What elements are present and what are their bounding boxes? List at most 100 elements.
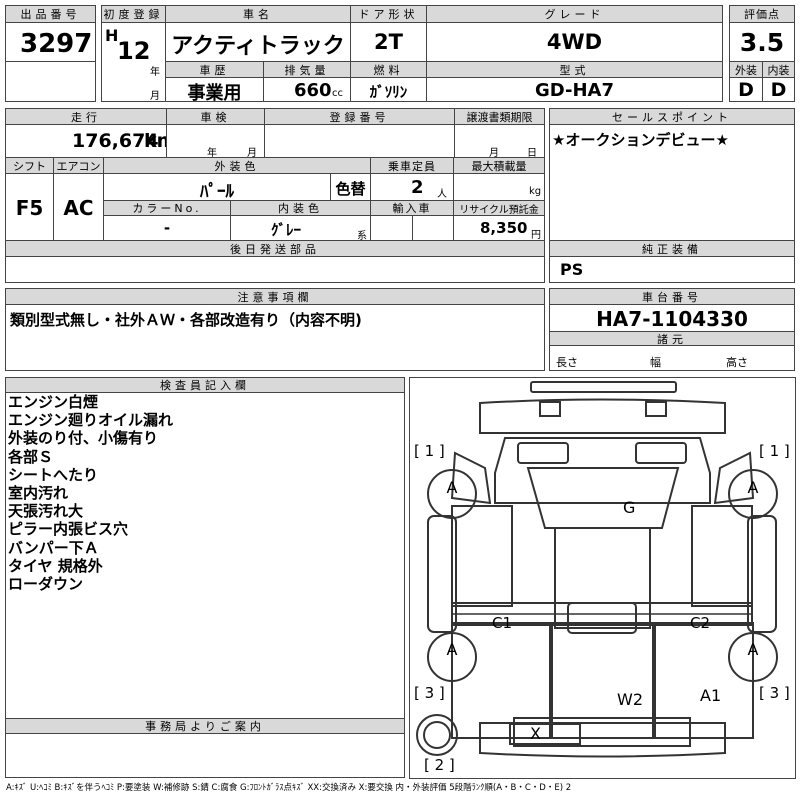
score: 3.5 [739,28,785,57]
interior-grade: D [770,79,787,101]
plate-cell [264,124,455,158]
count-bottom-left: [ 3 ] [414,684,445,702]
door: 2T [374,30,403,54]
genuine-equipment-label: 純正装備 [549,240,795,257]
recycle-label: リサイクル預託金 [453,200,545,216]
import-cell-a [370,215,413,241]
aircon-cell: AC [53,173,104,241]
front-lamp-right [645,401,667,417]
inspection-year-unit: 年 [207,148,217,159]
width-label: 幅 [650,356,661,369]
repaint-cell: 色替 [330,173,371,201]
capacity-label: 乗車定員 [370,157,454,174]
score-cell: 3.5 [729,22,795,62]
inspection-label: 車検 [166,108,265,125]
import-label: 輸入車 [370,200,454,216]
remark-line: エンジン白煙 [8,393,99,411]
import-cell-b [412,215,454,241]
capacity-cell: 2 人 [370,173,454,201]
month-unit: 月 [150,91,160,102]
recycle-unit: 円 [531,230,541,241]
lot-number-label: 出品番号 [5,5,96,23]
sales-point-cell: ★オークションデビュー★ [549,124,795,241]
transfer-day-unit: 日 [527,148,537,159]
remark-line: ピラー内張ビス穴 [8,520,129,539]
wheel-fr [728,469,778,519]
inspector-label: 検査員記入欄 [5,377,405,393]
chassis-label: 車台番号 [549,288,795,305]
int-color-cell: ｸﾞﾚｰ 系 [230,215,371,242]
rear-right-mark: A1 [700,686,722,705]
office-label: 事務局よりご案内 [5,718,405,734]
spare-tire-outer [416,714,458,756]
notes: 類別型式無し・社外ＡＷ・各部改造有り（内容不明) [10,311,362,329]
left-door-panel [451,505,513,607]
office-cell [5,733,405,778]
count-top-right: [ 1 ] [759,442,790,460]
displacement-unit: cc [332,88,343,99]
length-label: 長さ [556,356,578,369]
model: GD-HA7 [534,80,615,101]
repaint: 色替 [335,180,366,198]
count-spare: [ 2 ] [424,756,455,774]
displacement: 660 [294,80,332,101]
color-no: - [163,219,171,237]
bed-floor [549,622,656,739]
height-label: 高さ [726,356,748,369]
first-reg-year: 12 [117,37,151,65]
remark-line: エンジン廻りオイル漏れ [8,411,174,430]
aircon: AC [63,196,94,220]
int-color-unit: 系 [357,231,367,242]
grade-label: グレード [426,5,723,23]
bed-left [451,622,553,739]
front-bumper-outline [479,398,726,434]
remark-line: 外装のり付、小傷有り [8,429,159,448]
color-no-label: カラーNo. [103,200,231,216]
int-color: ｸﾞﾚｰ [271,221,302,239]
max-load-unit: kg [529,186,542,197]
wheel-rl [427,632,477,682]
rear-bumper-box [509,723,581,745]
sales-point-label: セールスポイント [549,108,795,125]
era: H [105,26,119,45]
exterior-label: 外装 [729,61,763,78]
left-c-mark: C1 [492,614,513,632]
count-bottom-right: [ 3 ] [759,684,790,702]
first-reg-label: 初度登録 [101,5,166,23]
aircon-label: エアコン [53,157,104,174]
truck-outline-svg [416,381,778,758]
ext-color-cell: ﾊﾟｰﾙ [103,173,331,202]
exterior-cell: D [729,77,763,102]
specs-cell: 長さ 幅 高さ [549,345,795,371]
remark-line: 各部Ｓ [8,447,54,466]
transfer-label: 譲渡書類期限 [454,108,545,125]
mirror-right [635,442,687,464]
left-door-top [450,451,492,505]
tire-rl-mark: A [446,640,458,659]
tire-fr-mark: A [747,478,759,497]
roof-marker [530,381,677,393]
year-unit: 年 [150,67,160,78]
remark-line: ローダウン [8,575,84,594]
count-top-left: [ 1 ] [414,442,445,460]
lot-number-cell: 3297 [5,22,96,62]
remark-line: バンパー下Ａ [8,538,99,557]
fuel: ｶﾞｿﾘﾝ [369,83,408,101]
remark-line: 室内汚れ [8,484,69,503]
remark-line: タイヤ 規格外 [8,556,103,575]
inspection-month-unit: 月 [247,148,257,159]
transfer-month-unit: 月 [489,148,499,159]
model-label: 型式 [426,61,723,78]
remark-line: シートへたり [8,465,99,484]
lot-number-blank [5,61,96,102]
chassis-number: HA7-1104330 [596,307,748,331]
right-door-panel [691,505,753,607]
car-name: アクティトラック [171,34,345,59]
first-reg-cell: H 12 年 月 [101,22,166,102]
right-door-top [713,451,755,505]
bed-right [652,622,754,739]
displacement-cell: 660 cc [263,77,351,102]
tailgate [513,717,691,747]
grade-cell: 4WD [426,22,723,62]
